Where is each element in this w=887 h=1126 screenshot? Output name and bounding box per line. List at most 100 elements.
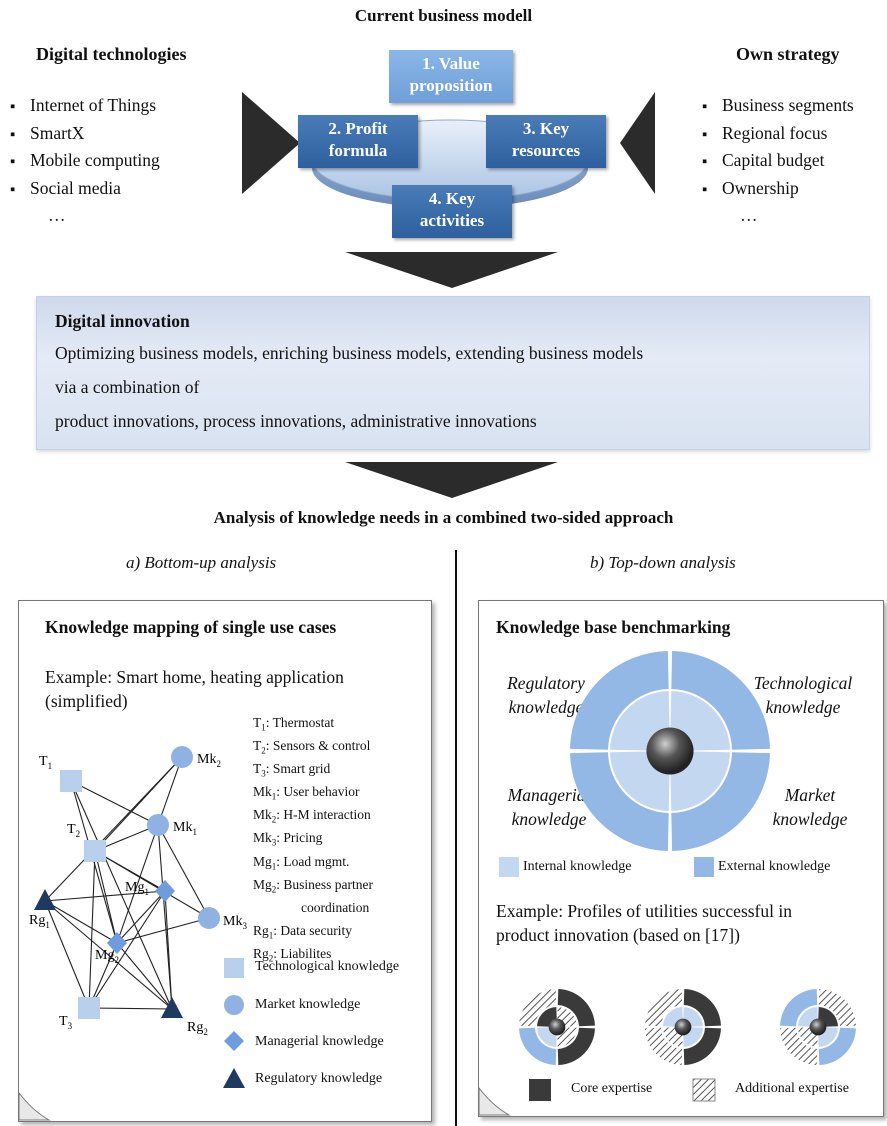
edge-line [116,942,173,1010]
outer-segment [780,989,818,1027]
edge-line [70,780,159,826]
legend-external: External knowledge [718,859,831,874]
edge-line [44,756,183,902]
page-title: Current business modell [354,6,533,25]
own-strategy-list: Business segments Regional focus Capital… [702,93,854,229]
outer-segment [645,989,683,1027]
legend-managerial-icon [224,1031,244,1051]
profile-donut [780,989,856,1065]
profit-formula-box: 2. Profit formula [298,115,418,168]
edge-line [44,900,118,944]
outer-segment [671,651,770,750]
box-line: 4. Key [428,189,476,208]
benchmark-donut [570,651,770,851]
legend-internal-icon [499,857,519,877]
box-line: activities [419,211,485,230]
benchmarking-card: Knowledge base benchmarking Regulatory k… [478,600,884,1117]
banner-line: via a combination of [55,377,200,397]
edge-line [164,890,173,1010]
edge-line [116,917,210,944]
quadrant-market: Market knowledge [755,783,865,831]
edge-line [88,850,96,1009]
glossary-entry: T1: Thermostat [253,715,335,733]
outer-segment [818,1027,856,1065]
market-node-icon [147,814,169,836]
example-line: Example: Profiles of utilities successfu… [496,901,792,921]
edge-line [116,824,159,944]
quadrant-managerial: Managerial knowledge [487,783,611,831]
legend-technology-icon [224,958,244,978]
quadrant-line: knowledge [765,697,841,717]
left-arrow-icon [242,92,300,194]
node-label: T3 [59,1014,73,1031]
market-node-icon [171,746,193,768]
outer-segment [683,1027,721,1065]
outer-segment [557,1027,595,1065]
example-line: (simplified) [45,691,128,711]
edge-line [157,824,210,919]
legend-core: Core expertise [571,1081,653,1096]
node-label: Mg1 [125,880,149,897]
outer-segment [570,752,669,851]
banner-line: product innovations, process innovations… [55,411,537,431]
banner-line: Optimizing business models, enriching bu… [55,343,644,363]
own-strategy-heading: Own strategy [736,44,840,64]
edge-line [157,756,183,826]
digital-innovation-banner: Digital innovation Optimizing business m… [36,296,870,450]
profile-donut [645,989,721,1065]
center-knob-icon [809,1018,827,1036]
example-line: product innovation (based on [17]) [496,925,740,945]
edge-line [94,850,118,944]
quadrant-line: Managerial [507,785,591,805]
center-knob-icon [646,727,694,775]
page-curl-icon [479,1087,511,1116]
value-proposition-box: 1. Value proposition [389,50,513,103]
card-title: Knowledge mapping of single use cases [45,617,337,637]
node-label: Mk3 [223,914,247,931]
digital-technologies-list: Internet of Things SmartX Mobile computi… [10,93,160,229]
legend-additional: Additional expertise [735,1081,849,1096]
box-line: 3. Key [522,119,570,138]
glossary-entry: Mg2: Business partner [253,876,374,895]
quadrant-technological: Technological knowledge [735,671,871,719]
card-example: Example: Smart home, heating application… [45,665,344,713]
benchmark-graphic [479,651,856,1116]
edge-line [88,890,166,1009]
box-line: resources [511,141,581,160]
legend-additional-icon [692,1078,716,1102]
node-label: Mk1 [173,820,197,837]
technology-node-icon [84,840,106,862]
edge-line [88,1007,173,1010]
glossary-entry: Mk2: H-M interaction [253,807,371,826]
quadrant-line: Market [784,785,836,805]
quadrant-regulatory: Regulatory knowledge [491,671,601,719]
quadrant-line: knowledge [772,809,848,829]
list-item: Business segments [702,93,854,121]
box-line: 2. Profit [328,119,388,138]
list-more: … [740,205,758,225]
list-item: Mobile computing [10,148,160,176]
managerial-node-icon [107,932,127,954]
key-activities-box: 4. Key activities [392,185,512,238]
box-line: 1. Value [422,54,480,73]
outer-segment [671,752,770,851]
column-divider [455,550,457,1126]
benchmark-example: Example: Profiles of utilities successfu… [496,899,792,947]
top-down-caption: b) Top-down analysis [590,553,736,572]
list-item: Internet of Things [10,93,160,121]
example-line: Example: Smart home, heating application [45,667,344,687]
technology-node-icon [78,997,100,1019]
outer-segment [519,989,557,1027]
node-label: T2 [67,822,80,839]
edge-line [44,890,166,902]
list-item: SmartX [10,121,160,149]
managerial-node-icon [155,880,175,902]
market-node-icon [198,907,220,929]
center-knob-icon [674,1018,692,1036]
legend-market: Market knowledge [255,997,361,1012]
node-label: Rg1 [29,913,50,930]
quadrant-line: Regulatory [507,673,585,693]
profile-donut [519,989,595,1065]
page-curl-icon [19,1092,51,1121]
